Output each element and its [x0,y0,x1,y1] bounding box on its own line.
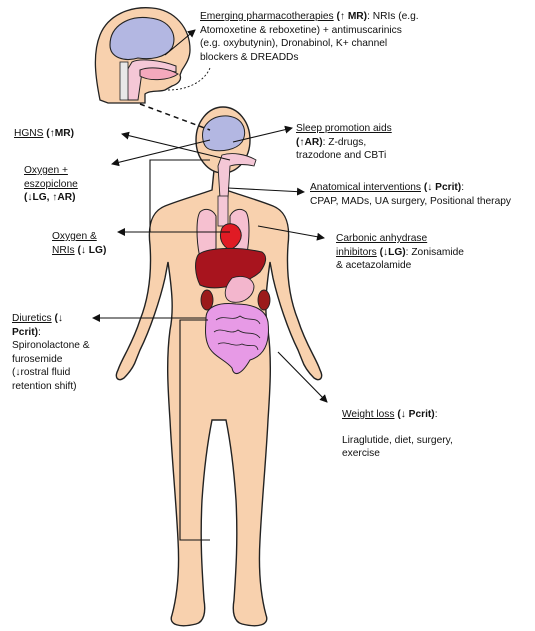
main-brain [203,116,245,151]
emerging-line1: : NRIs (e.g. [367,11,419,22]
carbonic-line3: & acetazolamide [336,259,464,273]
diuretics-tag2: Pcrit) [12,327,38,338]
sleep-line2: trazodone and CBTi [296,149,392,163]
weight-line1: Liraglutide, diet, surgery, [342,434,453,448]
label-weight: Weight loss (↓ Pcrit): Liraglutide, diet… [342,408,453,461]
inset-spine [120,62,128,100]
body-outline [116,170,321,626]
emerging-heading: Emerging pharmacotherapies [200,11,334,22]
carbonic-heading1: Carbonic anhydrase [336,232,464,246]
body [116,107,321,626]
anatomical-heading: Anatomical interventions [310,182,421,193]
diuretics-line4: retention shift) [12,380,90,394]
label-oxy-nri: Oxygen & NRIs (↓ LG) [52,230,106,257]
label-diuretics: Diuretics (↓ Pcrit): Spironolactone & fu… [12,312,90,393]
sleep-rest: : Z-drugs, [323,137,367,148]
diuretics-rest: : [38,327,41,338]
arrow-anatomical [228,188,304,192]
oxy-nri-heading1: Oxygen & [52,230,106,244]
sleep-heading: Sleep promotion aids [296,122,392,136]
emerging-tag: (↑ MR) [337,11,368,22]
oxy-eszo-tag: (↓LG, ↑AR) [24,192,76,203]
hgns-heading: HGNS [14,128,43,139]
oxy-nri-tag: (↓ LG) [77,245,106,256]
diuretics-line3: (↓rostral fluid [12,366,90,380]
weight-heading: Weight loss [342,409,394,420]
label-anatomical: Anatomical interventions (↓ Pcrit): CPAP… [310,181,511,208]
carbonic-tag: (↓LG) [380,247,406,258]
emerging-line3: (e.g. oxybutynin), Dronabinol, K+ channe… [200,37,419,51]
inset-head [95,8,190,103]
kidney-left [201,290,213,310]
emerging-line2: Atomoxetine & reboxetine) + antimuscarin… [200,24,419,38]
inset-dashed-link [140,104,210,130]
weight-line2: exercise [342,447,453,461]
trachea [218,196,228,226]
anatomical-line2: CPAP, MADs, UA surgery, Positional thera… [310,195,511,209]
anatomical-tag: (↓ Pcrit) [424,182,461,193]
weight-tag: (↓ Pcrit) [397,409,434,420]
oxy-eszo-heading1: Oxygen + [24,164,78,178]
weight-rest: : [435,409,438,420]
emerging-line4: blockers & DREADDs [200,51,419,65]
oxy-nri-heading2: NRIs [52,245,75,256]
oxy-eszo-heading2: eszopiclone [24,178,78,192]
label-carbonic: Carbonic anhydrase inhibitors (↓LG): Zon… [336,232,464,273]
anatomical-rest: : [461,182,464,193]
hgns-tag: (↑MR) [46,128,74,139]
main-airway-tissue [218,154,256,198]
sleep-tag: (↑AR) [296,137,323,148]
kidney-right [258,290,270,310]
diuretics-line1: Spironolactone & [12,339,90,353]
label-emerging: Emerging pharmacotherapies (↑ MR): NRIs … [200,10,419,64]
label-hgns: HGNS (↑MR) [14,127,74,141]
label-sleep: Sleep promotion aids (↑AR): Z-drugs, tra… [296,122,392,163]
diuretics-line2: furosemide [12,353,90,367]
carbonic-heading2: inhibitors [336,247,377,258]
carbonic-rest: : Zonisamide [406,247,464,258]
label-oxy-eszo: Oxygen + eszopiclone (↓LG, ↑AR) [24,164,78,205]
diuretics-heading: Diuretics [12,313,52,324]
diuretics-tag1: (↓ [54,313,63,324]
